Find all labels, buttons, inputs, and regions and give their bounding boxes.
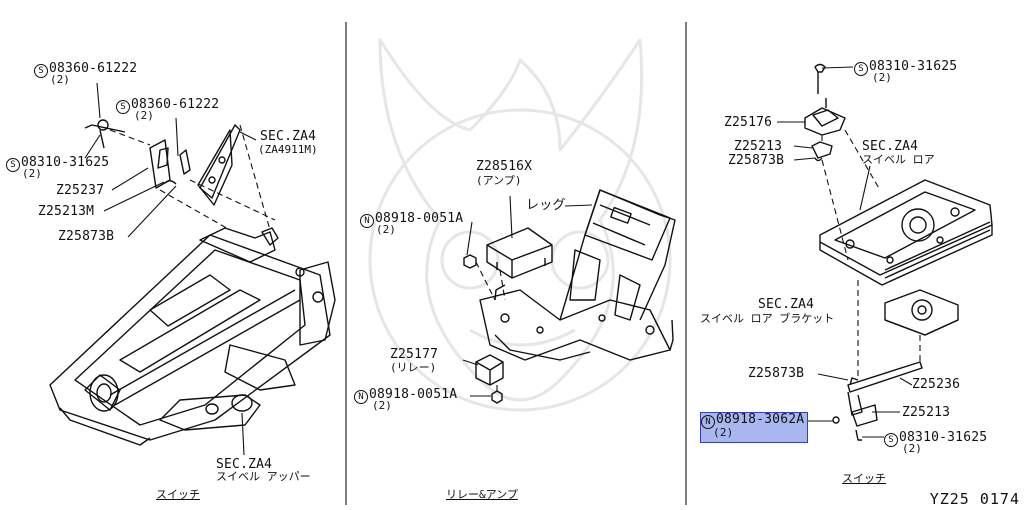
- qty-n08918-0051a-top: (2): [376, 223, 396, 236]
- leg-frame: [479, 189, 676, 361]
- diagram-code: YZ25 0174: [929, 490, 1020, 508]
- label-secza4-bottom: SEC.ZA4: [216, 457, 273, 472]
- part-number: 08918-0051A: [375, 211, 464, 226]
- label-z25237: Z25237: [56, 183, 105, 198]
- n-symbol-icon: N: [360, 214, 374, 228]
- s-symbol-icon: S: [6, 158, 20, 172]
- sub-secza4-top: (ZA4911M): [258, 143, 318, 156]
- part-number: 08360-61222: [131, 97, 220, 112]
- switch-top-right: [804, 63, 846, 162]
- switch-bracket-left: [84, 119, 241, 206]
- s-symbol-icon: S: [854, 62, 868, 76]
- caption-right: スイッチ: [842, 472, 886, 485]
- label-secza4-bracket: SEC.ZA4: [758, 297, 815, 312]
- label-z25873b: Z25873B: [58, 229, 115, 244]
- label-z25236: Z25236: [912, 377, 961, 392]
- sub-secza4-bottom: スイベル アッパー: [216, 470, 311, 483]
- part-number: 08310-31625: [869, 59, 958, 74]
- label-z25213-top: Z25213: [734, 139, 783, 154]
- n-symbol-icon: N: [701, 415, 715, 429]
- qty-s08360-61222-a: (2): [50, 73, 70, 86]
- s-symbol-icon: S: [884, 433, 898, 447]
- sub-secza4-lower: スイベル ロア: [862, 153, 935, 166]
- switch-bottom-right: [832, 361, 923, 441]
- sub-secza4-bracket: スイベル ロア ブラケット: [700, 312, 835, 325]
- label-z25873b-top: Z25873B: [728, 153, 785, 168]
- caption-middle: リレー&アンプ: [446, 488, 518, 501]
- label-z25213-bottom: Z25213: [902, 405, 951, 420]
- label-z25213m: Z25213M: [38, 204, 95, 219]
- part-number: 08918-3062A: [716, 412, 805, 427]
- amp-module: [486, 227, 553, 279]
- part-number: 08310-31625: [899, 430, 988, 445]
- sub-z28516x: (アンプ): [476, 174, 522, 187]
- label-z25176: Z25176: [724, 115, 773, 130]
- qty-n08918-3062a: (2): [713, 426, 734, 439]
- label-z28516x: Z28516X: [476, 159, 533, 174]
- label-secza4-lower: SEC.ZA4: [862, 139, 919, 154]
- swivel-lower-plate: [819, 179, 993, 286]
- label-secza4-top: SEC.ZA4: [260, 129, 317, 144]
- qty-s08360-61222-b: (2): [134, 109, 154, 122]
- relay-module: [475, 354, 504, 386]
- part-number: 08310-31625: [21, 155, 110, 170]
- qty-s08310-31625: (2): [22, 167, 42, 180]
- part-number: 08918-0051A: [369, 387, 458, 402]
- qty-n08918-0051a-bottom: (2): [372, 399, 392, 412]
- sub-z25177: (リレー): [390, 361, 437, 374]
- label-z25177: Z25177: [390, 347, 439, 362]
- swivel-upper-frame: [49, 227, 336, 446]
- qty-s08310-31625-top: (2): [872, 71, 892, 84]
- s-symbol-icon: S: [34, 64, 48, 78]
- label-z25873b-bottom: Z25873B: [748, 366, 805, 381]
- label-leg: レッグ: [526, 198, 566, 213]
- n-symbol-icon: N: [354, 390, 368, 404]
- part-number: 08360-61222: [49, 61, 138, 76]
- swivel-lower-bracket: [884, 289, 959, 336]
- caption-left: スイッチ: [156, 488, 200, 501]
- qty-s08310-31625-bottom: (2): [902, 442, 922, 455]
- s-symbol-icon: S: [116, 100, 130, 114]
